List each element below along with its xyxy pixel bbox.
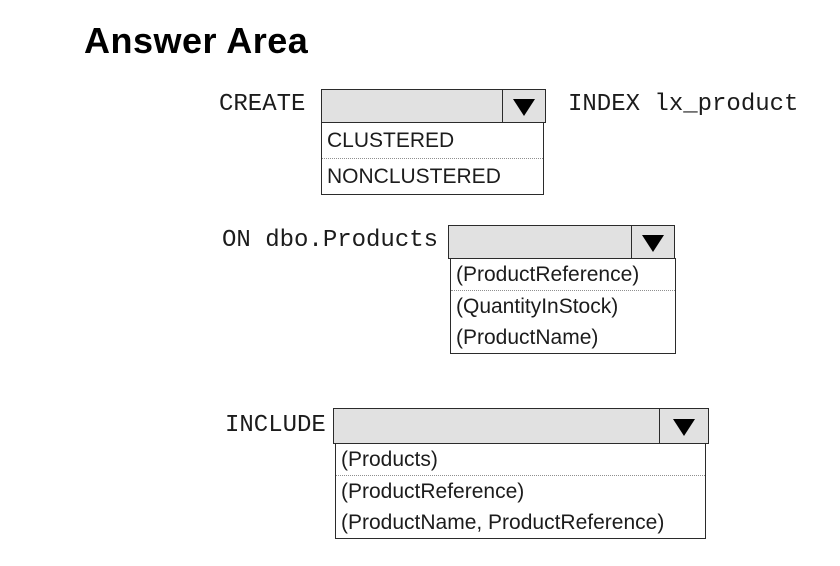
option-productname[interactable]: (ProductName) xyxy=(456,326,599,349)
sql-keyword-create: CREATE xyxy=(219,91,306,118)
option-clustered[interactable]: CLUSTERED xyxy=(322,123,543,159)
key-columns-options-list: (ProductReference) (QuantityInStock) (Pr… xyxy=(450,258,676,354)
chevron-down-icon xyxy=(513,99,535,116)
include-columns-dropdown[interactable] xyxy=(333,408,709,444)
sql-index-name-text: INDEX lx_product xyxy=(568,91,799,118)
index-type-dropdown-arrow-button[interactable] xyxy=(502,90,545,122)
index-type-options-list: CLUSTERED NONCLUSTERED xyxy=(321,122,544,195)
option-products[interactable]: (Products) xyxy=(336,444,705,476)
option-productreference[interactable]: (ProductReference) xyxy=(341,480,525,503)
option-quantityinstock[interactable]: (QuantityInStock) xyxy=(456,295,619,318)
include-columns-dropdown-arrow-button[interactable] xyxy=(659,409,708,443)
option-nonclustered[interactable]: NONCLUSTERED xyxy=(327,165,501,188)
page-title: Answer Area xyxy=(84,20,309,61)
sql-keyword-include: INCLUDE xyxy=(225,412,326,439)
option-productreference[interactable]: (ProductReference) xyxy=(451,259,675,291)
sql-on-table-text: ON dbo.Products xyxy=(222,227,439,254)
chevron-down-icon xyxy=(642,235,664,252)
index-type-dropdown[interactable] xyxy=(321,89,546,123)
chevron-down-icon xyxy=(673,419,695,436)
option-productname-productreference[interactable]: (ProductName, ProductReference) xyxy=(341,511,665,534)
key-columns-dropdown-arrow-button[interactable] xyxy=(631,226,674,258)
include-columns-options-list: (Products) (ProductReference) (ProductNa… xyxy=(335,443,706,539)
key-columns-dropdown[interactable] xyxy=(448,225,675,259)
